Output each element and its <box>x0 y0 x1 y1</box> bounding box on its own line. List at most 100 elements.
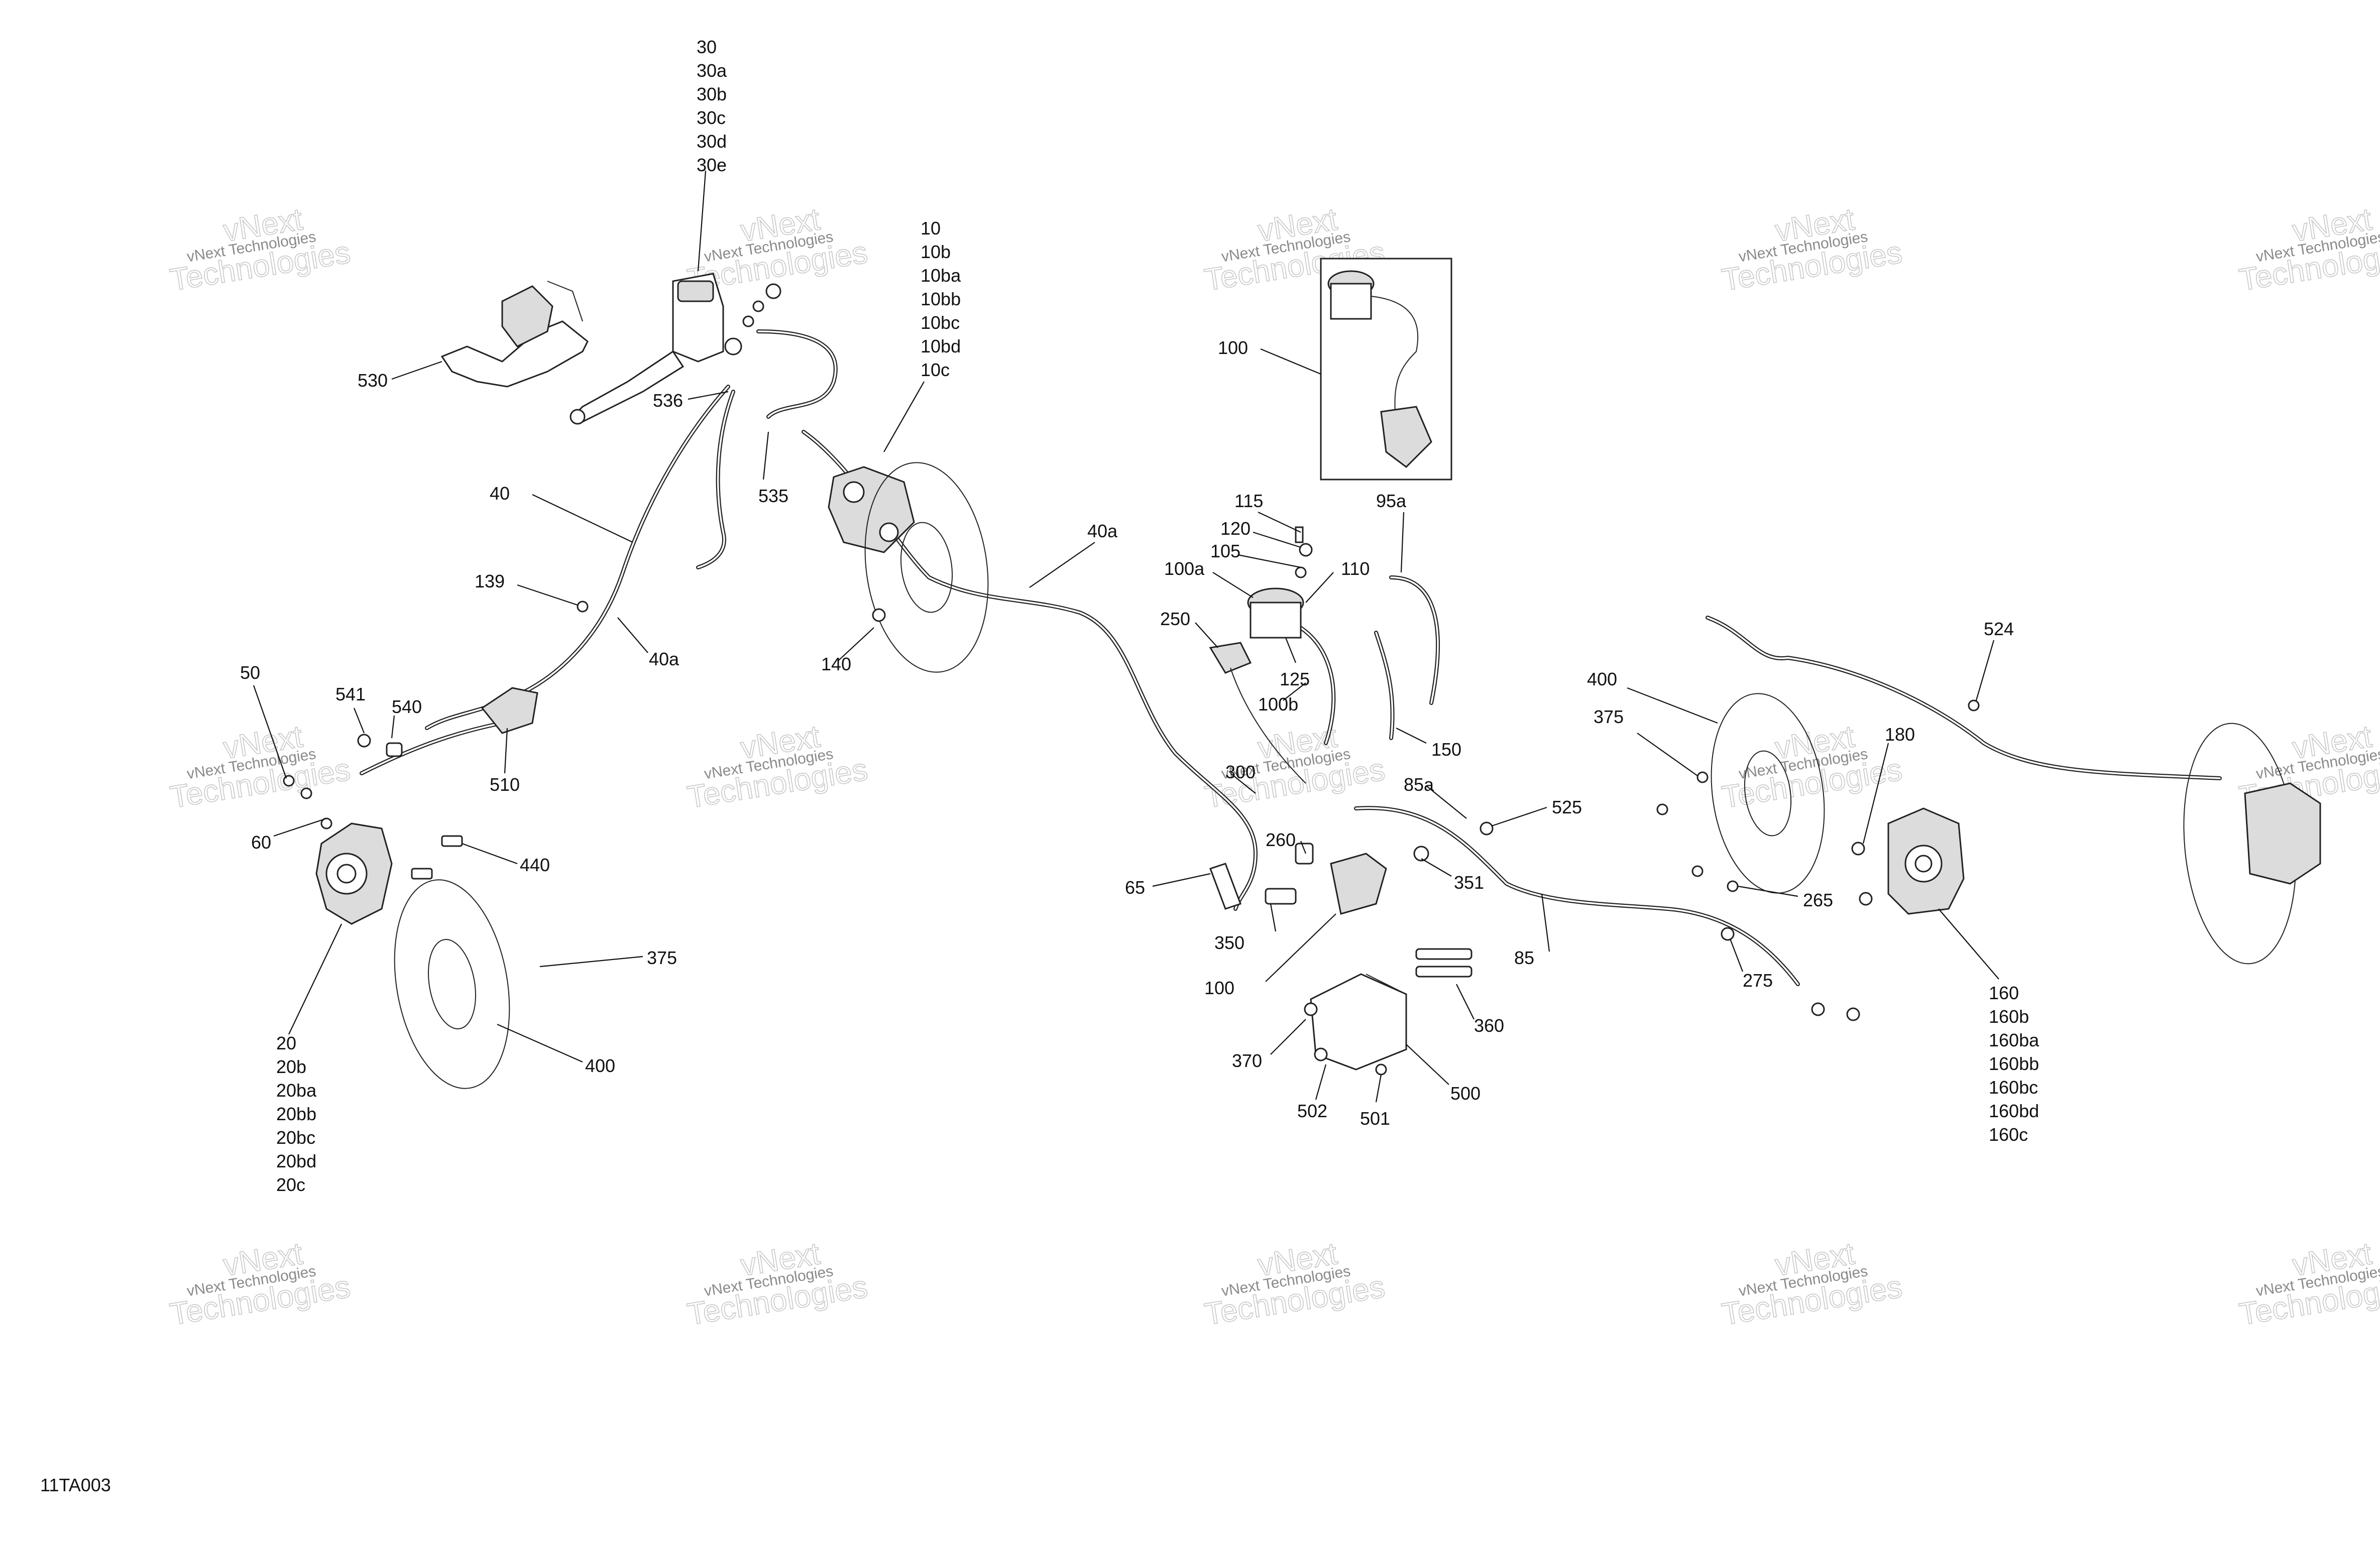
callout-label: 160bc <box>1989 1077 2038 1098</box>
callout-label: 351 <box>1454 872 1484 893</box>
callout-label: 20b <box>276 1056 306 1077</box>
callout-group-160: 160 160b 160ba 160bb 160bc 160bd 160c <box>1989 983 2039 1145</box>
callout-label: 400 <box>585 1055 615 1076</box>
callout-label: 160 <box>1989 983 2019 1003</box>
watermark: Technologies vNext vNext Technologies <box>167 201 353 298</box>
callout-label: 360 <box>1474 1015 1504 1036</box>
hose-guide-510 <box>481 687 538 734</box>
callout-label: 501 <box>1360 1108 1390 1129</box>
callout-label: 541 <box>335 684 366 704</box>
callout-label: 375 <box>647 947 677 968</box>
callout-group-30: 30 30a 30b 30c 30d 30e <box>697 37 727 175</box>
callout-label: 30a <box>697 60 727 81</box>
callout-label: 350 <box>1214 932 1244 953</box>
callout-label: 150 <box>1431 739 1461 760</box>
callout-label: 20bb <box>276 1104 316 1124</box>
callout-label: 139 <box>475 571 505 591</box>
watermark: Technologies vNext vNext Technologies <box>167 1236 353 1332</box>
callout-label: 180 <box>1885 724 1915 745</box>
callout-label: 40 <box>490 483 510 504</box>
callout-label: 20bd <box>276 1151 316 1171</box>
callout-label: 10bd <box>921 336 961 357</box>
callout-label: 525 <box>1552 797 1582 817</box>
callout-label: 10bc <box>921 312 960 333</box>
callout-label: 85a <box>1404 774 1434 795</box>
callout-group-10: 10 10b 10ba 10bb 10bc 10bd 10c <box>921 218 961 380</box>
watermark: Technologies vNext vNext Technologies <box>1719 719 1905 815</box>
callout-label: 510 <box>490 774 520 795</box>
far-right-caliper-assembly <box>2183 723 2321 965</box>
watermark: Technologies vNext vNext Technologies <box>685 1236 870 1332</box>
callout-label: 375 <box>1594 706 1624 727</box>
callout-label: 10bb <box>921 289 961 309</box>
callout-label: 400 <box>1587 669 1617 689</box>
callout-label: 10ba <box>921 265 961 286</box>
callout-label: 300 <box>1225 762 1256 782</box>
callout-label: 524 <box>1984 619 2014 639</box>
callout-label: 110 <box>1341 558 1370 579</box>
callout-label: 30 <box>697 37 717 57</box>
rear-brake-disc <box>1711 693 1825 894</box>
callout-label: 40a <box>649 649 679 669</box>
callout-label: 502 <box>1297 1101 1327 1121</box>
watermark: Technologies vNext vNext Technologies <box>167 719 353 815</box>
callout-label: 536 <box>653 390 683 411</box>
callout-label: 535 <box>758 486 788 506</box>
watermark: Technologies vNext vNext Technologies <box>685 719 870 815</box>
callout-label: 100 <box>1218 337 1248 358</box>
callout-label: 85 <box>1514 947 1534 968</box>
callout-label: 160c <box>1989 1124 2028 1145</box>
callout-label: 30e <box>697 155 727 175</box>
callout-label: 20ba <box>276 1080 317 1101</box>
callout-label: 50 <box>240 662 260 683</box>
master-cylinder-bracket <box>1304 948 1472 1071</box>
front-right-caliper <box>828 466 915 553</box>
callout-label: 65 <box>1125 877 1145 898</box>
reservoir-inset-box <box>1320 258 1452 481</box>
callout-label: 10c <box>921 360 950 380</box>
callout-label: 540 <box>392 696 422 717</box>
callout-label: 125 <box>1280 669 1310 689</box>
leader-lines <box>253 170 1999 1103</box>
callout-label: 160bb <box>1989 1053 2039 1074</box>
caliper-bolts-440 <box>411 835 463 880</box>
callout-label: 40a <box>1087 521 1118 541</box>
brake-pedal <box>1209 642 1306 784</box>
callout-label: 30d <box>697 131 727 152</box>
callout-label: 260 <box>1266 829 1296 850</box>
callout-label: 370 <box>1232 1050 1262 1071</box>
watermark: Technologies vNext vNext Technologies <box>1202 1236 1388 1332</box>
front-master-cylinder <box>570 273 742 425</box>
diagram-code: 11TA003 <box>40 1475 111 1495</box>
callout-label: 95a <box>1376 491 1407 511</box>
callout-label: 500 <box>1450 1083 1481 1104</box>
callout-label: 20bc <box>276 1127 315 1148</box>
callout-label: 160b <box>1989 1006 2029 1027</box>
watermark: Technologies vNext vNext Technologies <box>1719 201 1905 298</box>
rear-caliper <box>1887 807 1965 915</box>
handlebar-bracket <box>440 281 589 388</box>
parts-layer <box>283 258 2321 1089</box>
callout-label: 10 <box>921 218 941 239</box>
front-left-caliper <box>315 822 393 925</box>
watermark: Technologies vNext vNext Technologies <box>2236 201 2380 298</box>
callout-label: 20 <box>276 1033 296 1053</box>
callout-label: 100 <box>1204 978 1234 998</box>
callout-label: 100a <box>1164 558 1205 579</box>
callout-label: 10b <box>921 242 951 262</box>
watermark: Technologies vNext vNext Technologies <box>1719 1236 1905 1332</box>
small-fittings-top <box>742 283 781 327</box>
callout-label: 20c <box>276 1174 305 1195</box>
callout-label: 105 <box>1210 541 1240 561</box>
callout-label: 30c <box>697 107 726 128</box>
callout-label: 30b <box>697 84 727 104</box>
callout-label: 265 <box>1803 890 1833 910</box>
front-right-brake-disc <box>864 462 989 673</box>
rear-master-cylinder <box>1209 843 1387 915</box>
callout-label: 530 <box>358 370 388 391</box>
callout-labels: 30 30a 30b 30c 30d 30e 10 10b 10ba 10bb … <box>240 37 2039 1195</box>
callout-label: 275 <box>1743 970 1773 991</box>
callout-label: 60 <box>251 832 271 853</box>
callout-label: 115 <box>1234 491 1263 511</box>
small-fittings <box>357 601 1980 1076</box>
